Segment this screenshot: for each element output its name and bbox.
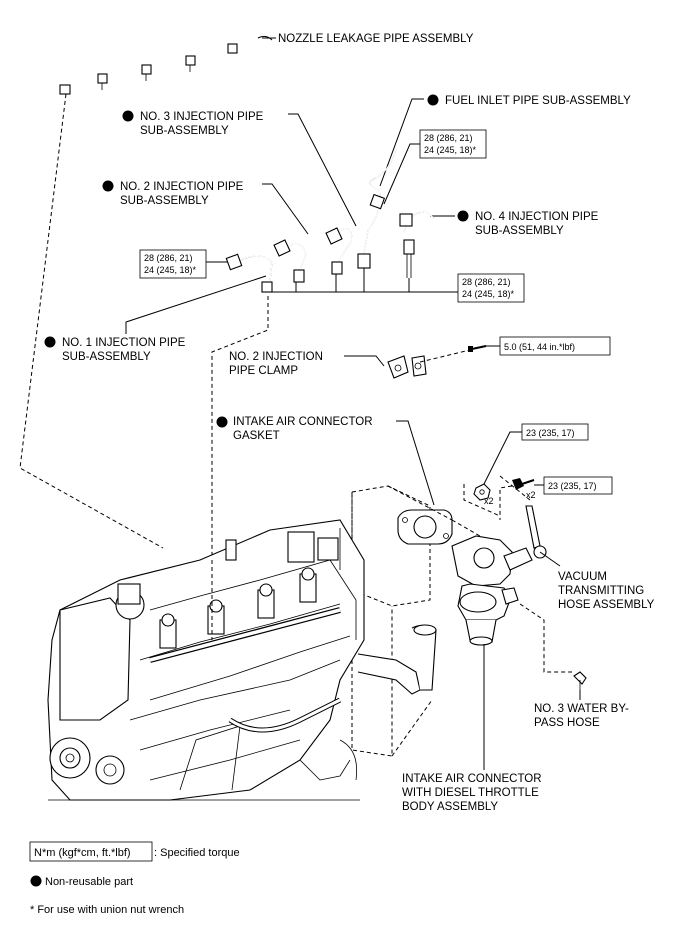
nozzle-leakage-pipe (59, 35, 273, 95)
engine-block (47, 519, 437, 801)
intake-air-connector-label-1: INTAKE AIR CONNECTOR (402, 773, 542, 785)
nut-qty: x2 (484, 496, 494, 506)
torque-fuel-inlet-1: 28 (286, 21) (424, 133, 473, 143)
non-reusable-mark (216, 416, 228, 428)
legend-torque-desc: : Specified torque (154, 847, 240, 859)
torque-nut: 23 (235, 17) (526, 428, 575, 438)
intake-air-connector-label-2: WITH DIESEL THROTTLE (402, 787, 539, 799)
vacuum-hose-label-1: VACUUM (558, 571, 607, 583)
pipe-clamp-label-1: NO. 2 INJECTION (229, 351, 323, 363)
no1-injection-pipe-label-1: NO. 1 INJECTION PIPE (62, 337, 186, 349)
nozzle-leakage-pipe-label: NOZZLE LEAKAGE PIPE ASSEMBLY (278, 33, 474, 45)
no3-injection-pipe-label-1: NO. 3 INJECTION PIPE (140, 111, 264, 123)
torque-no1-1: 28 (286, 21) (144, 253, 193, 263)
non-reusable-mark (44, 336, 56, 348)
torque-injection-common-1: 28 (286, 21) (462, 277, 511, 287)
torque-box-no1 (139, 249, 207, 279)
intake-air-connector-assembly (451, 505, 547, 646)
water-bypass-hose-label-1: NO. 3 WATER BY- (534, 703, 629, 715)
vacuum-hose-label-3: HOSE ASSEMBLY (558, 599, 655, 611)
torque-bolt: 23 (235, 17) (548, 481, 597, 491)
torque-injection-common-2: 24 (245, 18)* (462, 289, 515, 299)
nut (473, 483, 491, 501)
bolt (512, 478, 535, 490)
vacuum-hose-label-2: TRANSMITTING (558, 585, 644, 597)
torque-no1-2: 24 (245, 18)* (144, 265, 197, 275)
legend-torque-unit: N*m (kgf*cm, ft.*lbf) (34, 847, 131, 859)
non-reusable-mark (457, 210, 469, 222)
torque-fuel-inlet-2: 24 (245, 18)* (424, 145, 477, 155)
intake-air-connector-label-3: BODY ASSEMBLY (402, 801, 498, 813)
bolt-qty: x2 (526, 490, 536, 500)
non-reusable-mark (102, 180, 114, 192)
intake-air-connector-gasket (397, 509, 453, 545)
torque-box-clamp (499, 336, 611, 356)
torque-box-fuel-inlet (419, 129, 487, 159)
non-reusable-mark (122, 110, 134, 122)
non-reusable-mark (427, 94, 439, 106)
fuel-inlet-pipe-label: FUEL INLET PIPE SUB-ASSEMBLY (445, 95, 631, 107)
gasket-label-1: INTAKE AIR CONNECTOR (233, 416, 373, 428)
legend-non-reusable-icon (30, 875, 42, 887)
torque-box-injection-common (457, 273, 525, 303)
pipe-clamp (387, 355, 427, 379)
legend-torque-box (29, 841, 153, 862)
no2-injection-pipe-label-2: SUB-ASSEMBLY (120, 195, 209, 207)
water-bypass-hose-label-2: PASS HOSE (534, 717, 600, 729)
legend-footnote: * For use with union nut wrench (30, 904, 184, 916)
torque-box-bolt (543, 476, 613, 495)
water-bypass-hose (573, 671, 587, 690)
no1-injection-pipe-label-2: SUB-ASSEMBLY (62, 351, 151, 363)
legend-non-reusable: Non-reusable part (45, 876, 133, 888)
no4-injection-pipe-label-2: SUB-ASSEMBLY (475, 225, 564, 237)
no2-injection-pipe-label-1: NO. 2 INJECTION PIPE (120, 181, 244, 193)
no3-injection-pipe-label-2: SUB-ASSEMBLY (140, 125, 229, 137)
no4-injection-pipe-label-1: NO. 4 INJECTION PIPE (475, 211, 599, 223)
clamp-bolt (468, 345, 487, 352)
injection-pipes (225, 147, 435, 293)
pipe-clamp-label-2: PIPE CLAMP (229, 365, 298, 377)
torque-clamp-bolt: 5.0 (51, 44 in.*lbf) (504, 342, 575, 352)
gasket-label-2: GASKET (233, 430, 280, 442)
